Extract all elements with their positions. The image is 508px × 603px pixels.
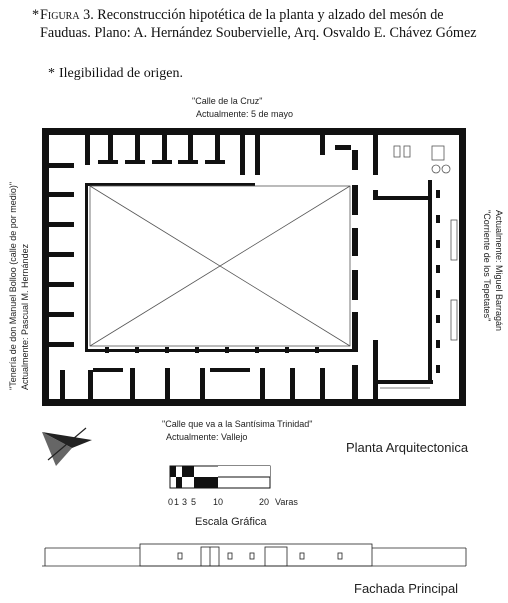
scale-tick-3: 3 bbox=[182, 497, 187, 507]
illegibility-note: * Ilegibilidad de origen. bbox=[48, 66, 183, 82]
west-street-name: "Tenería de don Manuel Bolloo (calle de … bbox=[8, 182, 18, 390]
north-street-name: "Calle de la Cruz" bbox=[192, 96, 262, 106]
scale-unit: Varas bbox=[275, 497, 298, 507]
note-asterisk: * bbox=[48, 66, 55, 81]
north-arrow-icon bbox=[42, 427, 92, 466]
graphic-scale-bar bbox=[169, 465, 271, 489]
scale-title: Escala Gráfica bbox=[195, 516, 267, 528]
figure-label: Figura bbox=[40, 7, 80, 23]
scale-tick-10: 10 bbox=[213, 497, 223, 507]
facade-elevation bbox=[42, 543, 467, 567]
scale-tick-5: 5 bbox=[191, 497, 196, 507]
elevation-title: Fachada Principal bbox=[354, 581, 458, 596]
scale-tick-20: 20 bbox=[259, 497, 269, 507]
east-street-name: "Corriente de los Tepetates" bbox=[482, 210, 492, 321]
figure-number: 3. bbox=[83, 7, 94, 23]
note-text: Ilegibilidad de origen. bbox=[59, 66, 184, 81]
caption-text: Reconstrucción hipotética de la planta y… bbox=[40, 7, 477, 41]
south-street-name: "Calle que va a la Santísima Trinidad" bbox=[162, 419, 312, 429]
floor-plan bbox=[42, 128, 466, 406]
east-street-current: Actualmente: Miguel Barragán bbox=[494, 210, 504, 331]
north-street-current: Actualmente: 5 de mayo bbox=[196, 109, 293, 119]
scale-tick-0: 0 bbox=[168, 497, 173, 507]
scale-tick-1: 1 bbox=[174, 497, 179, 507]
south-street-current: Actualmente: Vallejo bbox=[166, 432, 247, 442]
plan-title: Planta Arquitectonica bbox=[346, 440, 469, 455]
figure-caption: * Figura 3. Reconstrucción hipotética de… bbox=[32, 6, 495, 42]
courtyard-outline bbox=[89, 145, 458, 389]
west-street-current: Actualmente: Pascual M. Hernández bbox=[20, 243, 30, 390]
caption-asterisk: * bbox=[32, 7, 40, 23]
